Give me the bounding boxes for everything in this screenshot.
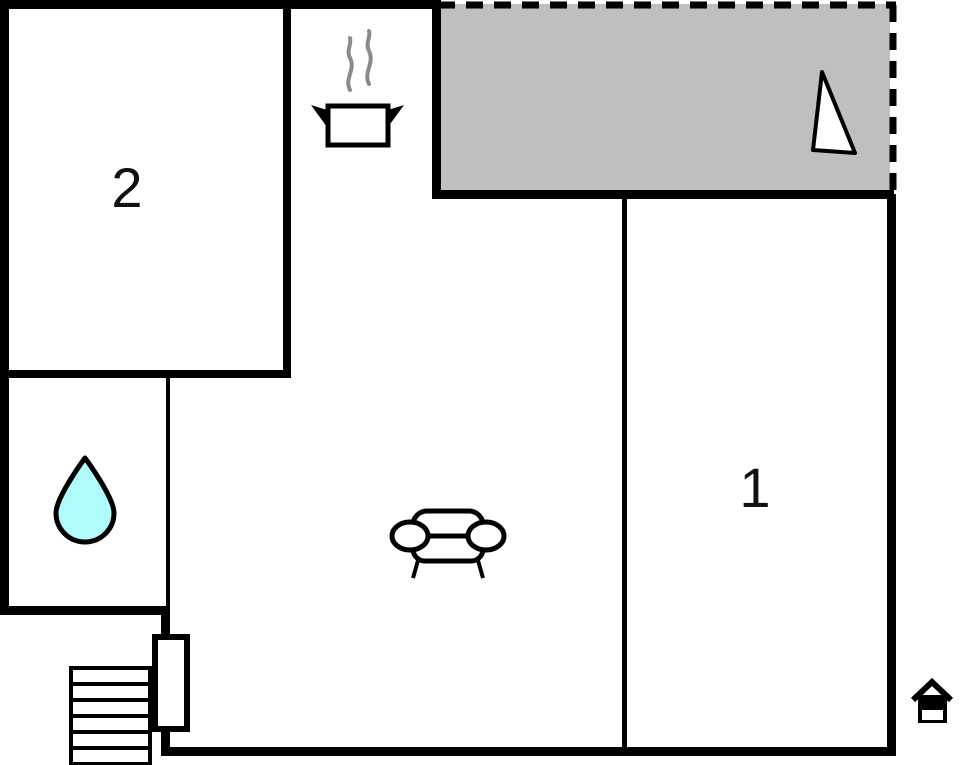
stairs-icon	[69, 666, 152, 765]
terrace-fill	[438, 4, 890, 194]
wall-right	[887, 194, 896, 754]
house-door	[922, 710, 943, 720]
wall-bathroom-bottom	[0, 606, 170, 615]
wall-entry-vertical-upper	[161, 606, 170, 639]
door-icon[interactable]	[152, 634, 190, 732]
water-drop-shape	[53, 455, 117, 545]
wall-top-left	[0, 0, 440, 9]
pot-handle-left	[311, 105, 327, 127]
parasol-icon	[811, 70, 857, 155]
door-leaf[interactable]	[152, 634, 190, 732]
wall-left-upper	[0, 0, 9, 381]
steam-line	[346, 36, 354, 92]
water-drop-icon	[53, 455, 117, 545]
terrace-area	[438, 1, 897, 196]
wall-room2-bottom	[0, 370, 291, 378]
wall-terrace-left	[432, 0, 441, 198]
sofa-icon	[389, 508, 507, 579]
parasol-shape	[811, 70, 857, 155]
cooking-pot-icon	[311, 29, 404, 148]
pot-handle-right	[388, 105, 404, 127]
room-label-1: 1	[739, 456, 770, 519]
wall-bottom	[161, 747, 896, 756]
sofa-armrest-left	[389, 519, 431, 553]
room-label-2: 2	[111, 156, 142, 219]
wall-left-lower	[0, 375, 9, 615]
outer-walls	[0, 0, 896, 756]
entrance-house-icon	[910, 677, 954, 723]
wall-entry-vertical-lower	[161, 728, 170, 756]
house-roof	[910, 677, 954, 703]
wall-room2-right	[283, 0, 291, 375]
wall-terrace-bottom	[432, 190, 894, 199]
wall-room1-left	[622, 196, 627, 751]
interior-walls	[0, 0, 627, 751]
steam-line	[365, 29, 373, 86]
sofa-armrest-right	[465, 519, 507, 553]
pot-body	[325, 103, 391, 148]
wall-bathroom-right	[166, 375, 170, 610]
